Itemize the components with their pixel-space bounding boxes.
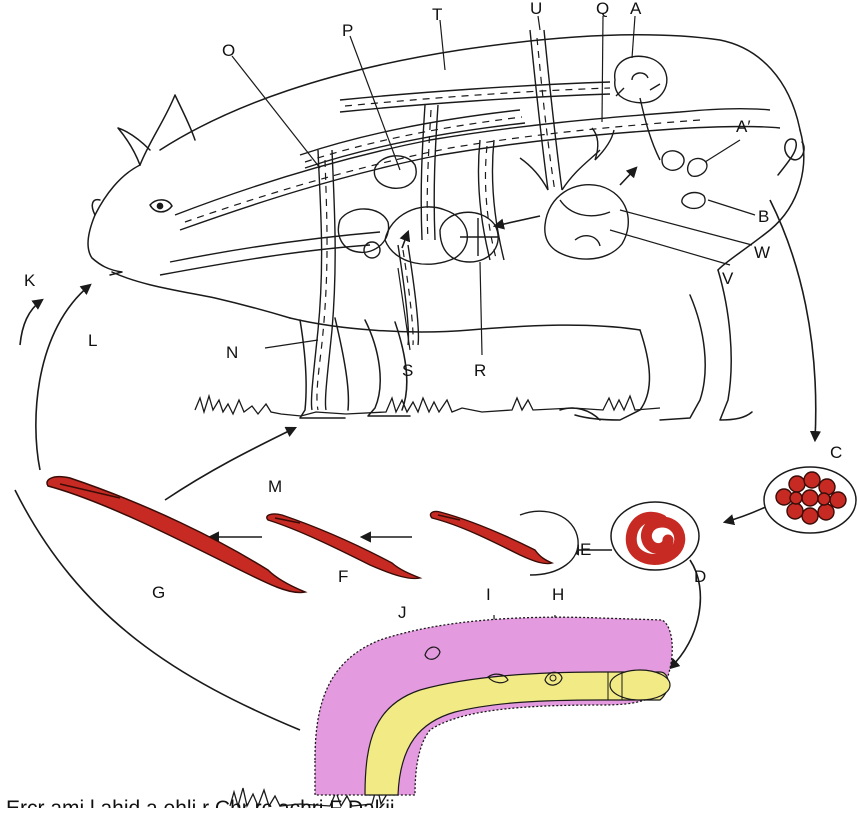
embryonated-egg <box>611 502 699 570</box>
migration-vessels <box>160 30 780 410</box>
label-l: L <box>88 331 97 350</box>
figure-caption: Ercr ami l ahid a ehli r Chr rc achri F … <box>6 797 395 808</box>
label-u: U <box>530 0 542 18</box>
label-p: P <box>342 21 353 40</box>
figure-labels: A A′ B C D E F G H I J K L M N O P Q R S… <box>24 0 842 622</box>
label-w: W <box>754 243 770 262</box>
label-m: M <box>268 477 282 496</box>
label-i: I <box>486 585 491 604</box>
egg-cluster <box>764 467 856 533</box>
intestine-section <box>315 617 672 795</box>
label-a-prime: A′ <box>736 117 751 136</box>
label-b: B <box>758 207 769 226</box>
label-q: Q <box>596 0 609 18</box>
label-f: F <box>338 567 348 586</box>
label-r: R <box>474 361 486 380</box>
label-h: H <box>552 585 564 604</box>
label-e: E <box>580 540 591 559</box>
label-s: S <box>402 361 413 380</box>
label-n: N <box>226 343 238 362</box>
label-t: T <box>432 5 442 24</box>
label-k: K <box>24 271 36 290</box>
label-d: D <box>694 567 706 586</box>
label-j: J <box>398 603 407 622</box>
label-a: A <box>630 0 642 18</box>
label-g: G <box>152 583 165 602</box>
leader-lines <box>232 16 755 672</box>
hatching-larva <box>430 511 578 575</box>
label-o: O <box>222 41 235 60</box>
label-c: C <box>830 443 842 462</box>
larva-g <box>47 477 305 593</box>
label-v: V <box>722 269 734 288</box>
pig-outline <box>88 35 804 420</box>
ground-grass <box>195 396 660 806</box>
